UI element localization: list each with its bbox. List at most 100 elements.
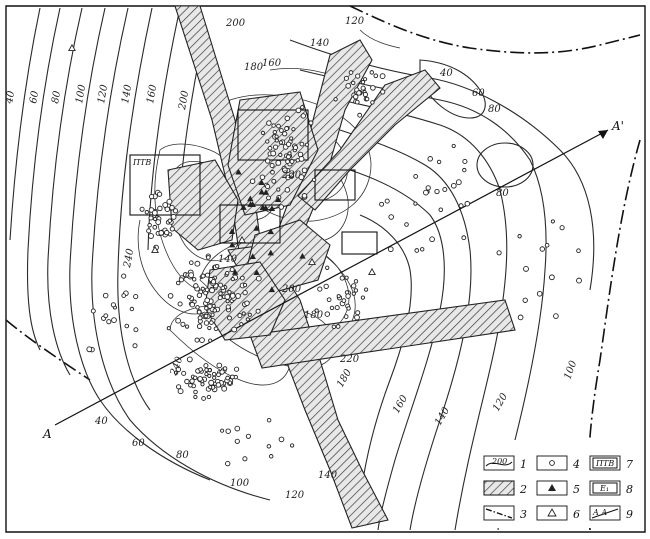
legend-area-box-e1	[592, 482, 618, 494]
well-point	[208, 338, 213, 343]
well-point	[317, 286, 323, 292]
well-point	[276, 187, 281, 192]
filled-triangle-point	[259, 204, 267, 211]
well-point	[434, 188, 440, 195]
filled-triangle-point	[274, 196, 282, 202]
filled-triangle-point	[268, 286, 276, 293]
filled-triangle-points	[228, 168, 306, 293]
well-point	[451, 143, 456, 149]
filled-triangle-point	[253, 269, 260, 276]
well-point	[204, 306, 209, 311]
well-point	[550, 219, 555, 224]
well-point	[270, 169, 275, 175]
well-point	[180, 321, 186, 327]
well-point	[225, 299, 230, 304]
well-point	[211, 303, 216, 308]
well-point	[186, 356, 193, 363]
legend-contour-value: 200	[491, 457, 507, 466]
well-point	[362, 91, 368, 98]
well-point	[284, 187, 291, 193]
well-point	[255, 275, 262, 282]
well-point	[167, 218, 173, 223]
well-point	[204, 287, 210, 293]
open-triangle-point	[308, 257, 316, 266]
filled-triangle-point	[267, 249, 274, 256]
legend-num-3: 3	[520, 508, 527, 521]
legend-swatch-boundary	[483, 505, 515, 521]
well-point	[345, 83, 352, 89]
well-point	[276, 123, 281, 129]
well-point	[544, 242, 550, 248]
filled-triangle-point	[240, 204, 247, 210]
well-point	[455, 179, 462, 186]
well-point	[370, 100, 375, 105]
well-point	[273, 144, 279, 150]
well-point	[207, 325, 212, 331]
well-point	[173, 370, 179, 375]
well-point	[210, 279, 217, 285]
well-point	[274, 138, 279, 143]
well-point	[103, 313, 109, 319]
well-point	[301, 167, 308, 174]
contour-label-240-w: 240	[122, 247, 136, 269]
well-point	[203, 320, 210, 326]
well-point	[219, 369, 225, 375]
legend-swatch-section	[589, 505, 621, 521]
well-point	[278, 152, 283, 157]
well-point	[193, 389, 198, 395]
well-point	[157, 205, 163, 212]
well-point	[559, 225, 565, 231]
well-point	[194, 260, 201, 267]
well-point	[186, 294, 192, 300]
filled-triangle-point	[258, 179, 265, 186]
well-point	[364, 287, 369, 292]
well-point	[355, 310, 361, 316]
well-point	[284, 115, 291, 122]
well-point	[271, 123, 276, 128]
well-point	[189, 301, 196, 308]
well-point	[111, 317, 117, 323]
well-point	[300, 113, 306, 119]
well-point	[148, 193, 155, 200]
well-point	[255, 308, 261, 314]
well-point	[164, 229, 170, 236]
contour-label-120-se: 120	[491, 391, 510, 414]
well-point	[282, 131, 288, 137]
well-point	[225, 375, 230, 381]
well-point	[266, 417, 272, 423]
well-point	[291, 127, 296, 132]
well-point	[450, 182, 457, 189]
legend-item-3: 3	[483, 505, 527, 521]
contour-label-140-c: 140	[218, 254, 238, 265]
boundary-line-left	[5, 319, 91, 381]
legend-section-text: A A	[592, 508, 607, 517]
well-point	[423, 189, 429, 196]
well-point	[121, 293, 127, 298]
legend-item-6: 6	[536, 505, 580, 521]
contour-label-120-nw: 120	[96, 83, 110, 104]
well-point	[241, 311, 246, 316]
well-point	[462, 167, 467, 173]
well-point	[346, 306, 351, 311]
well-point	[208, 379, 215, 386]
well-point	[458, 203, 464, 209]
well-point	[188, 383, 193, 388]
well-point	[196, 323, 203, 329]
contour-label-140-ne: 140	[310, 38, 330, 49]
section-label-start: A	[42, 427, 52, 441]
well-point	[285, 159, 291, 165]
map-frame	[5, 5, 646, 533]
contour-label-160-c: 160	[262, 58, 282, 69]
well-point	[212, 308, 218, 313]
open-triangle-point	[151, 245, 159, 254]
legend-swatch-area-e1	[589, 480, 621, 496]
hatched-zones	[167, 5, 516, 529]
well-point	[289, 172, 294, 178]
well-point	[379, 201, 385, 207]
well-point	[373, 73, 379, 79]
well-point	[144, 210, 149, 215]
well-point	[325, 265, 330, 270]
well-point	[351, 283, 357, 289]
well-point	[348, 70, 354, 75]
well-point	[207, 303, 213, 309]
